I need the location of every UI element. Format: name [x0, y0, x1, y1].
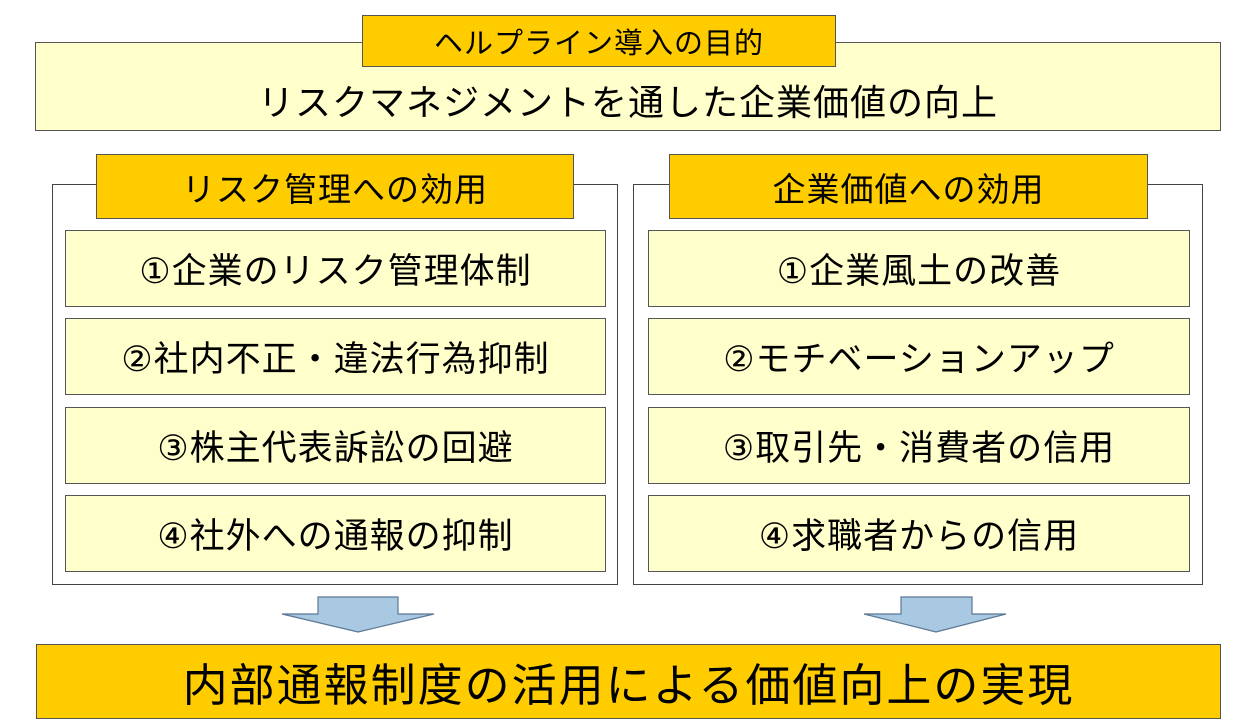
value-item-3: ③取引先・消費者の信用	[648, 407, 1190, 484]
value-item-2: ②モチベーションアップ	[648, 318, 1190, 395]
risk-item-4: ④社外への通報の抑制	[65, 495, 606, 572]
risk-item-1: ①企業のリスク管理体制	[65, 230, 606, 307]
value-item-1: ①企業風土の改善	[648, 230, 1190, 307]
risk-item-3: ③株主代表訴訟の回避	[65, 407, 606, 484]
risk-item-2: ②社内不正・違法行為抑制	[65, 318, 606, 395]
risk-management-title: リスク管理への効用	[96, 154, 574, 219]
corporate-value-title: 企業価値への効用	[669, 154, 1148, 219]
purpose-tag: ヘルプライン導入の目的	[362, 15, 836, 67]
result-box: 内部通報制度の活用による価値向上の実現	[36, 644, 1221, 719]
value-item-4: ④求職者からの信用	[648, 495, 1190, 572]
purpose-main-text: リスクマネジメントを通した企業価値の向上	[257, 83, 998, 124]
